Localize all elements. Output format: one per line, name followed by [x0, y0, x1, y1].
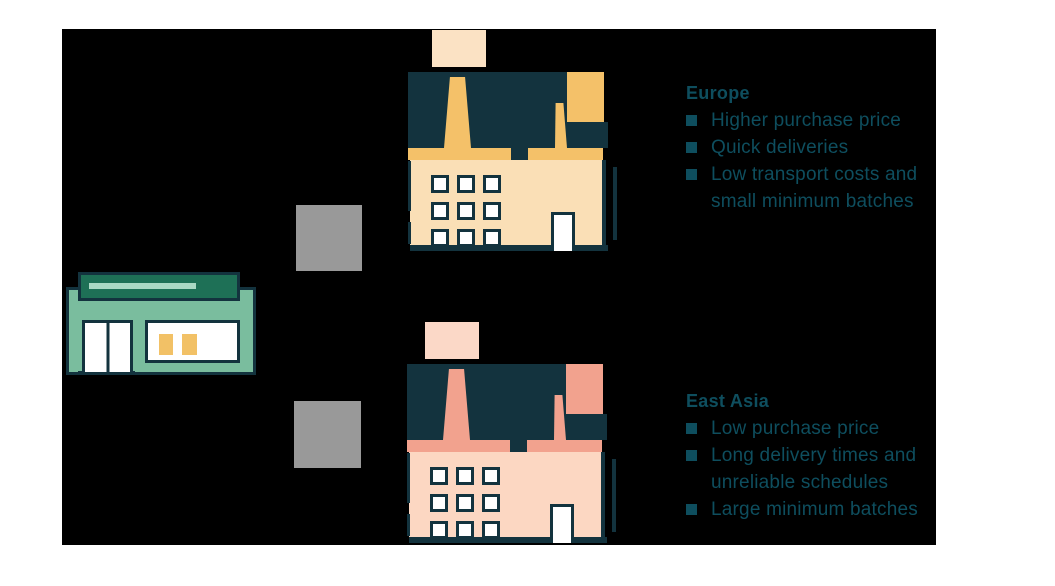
store-window [145, 320, 240, 363]
square-bullet-icon [686, 115, 697, 126]
factory-chimney-small [554, 395, 566, 440]
factory-baseline [410, 245, 608, 251]
square-bullet-icon [686, 142, 697, 153]
factory-door [550, 504, 574, 543]
factory-window [456, 521, 474, 539]
factory-roof-notch [510, 440, 527, 455]
smoke-puff [425, 322, 479, 359]
factory-window [483, 175, 501, 193]
square-bullet-icon [686, 504, 697, 515]
factory-window [431, 175, 449, 193]
factory-window [456, 467, 474, 485]
factory-roof [408, 72, 568, 148]
store-awning [78, 272, 240, 301]
factory-window [431, 229, 449, 247]
bullet-text: Quick deliveries [711, 137, 849, 158]
bullet-text: Large minimum batches [711, 499, 918, 520]
factory-window [457, 202, 475, 220]
factory-window [482, 467, 500, 485]
region-title-east-asia: East Asia [686, 391, 770, 411]
store-door-divider [106, 323, 109, 372]
bullet-text: Long delivery times and unreliable sched… [711, 445, 917, 493]
store-sign-strip [89, 283, 196, 289]
storefront-icon [66, 272, 261, 380]
square-bullet-icon [686, 169, 697, 180]
factory-roofline-band [407, 440, 602, 452]
transport-placeholder-europe [296, 205, 362, 271]
factory-window-grid [431, 175, 501, 247]
region-title-europe: Europe [686, 83, 750, 103]
store-door [82, 320, 133, 375]
bullet-text: Higher purchase price [711, 110, 902, 131]
factory-roofline-band [408, 148, 603, 160]
store-window-pane [159, 334, 173, 355]
smoke-puff [432, 30, 486, 67]
factory-window [430, 467, 448, 485]
factory-left-outline [408, 161, 411, 211]
factory-window [482, 521, 500, 539]
factory-window [457, 229, 475, 247]
factory-left-outline [407, 453, 410, 503]
factory-window [482, 494, 500, 512]
transport-placeholder-east-asia [294, 401, 361, 468]
factory-window [457, 175, 475, 193]
factory-roof-notch [511, 148, 528, 163]
factory-left-outline [408, 222, 411, 244]
factory-window [456, 494, 474, 512]
factory-right-outline [612, 459, 616, 532]
factory-window [483, 229, 501, 247]
factory-accent-block [566, 364, 603, 414]
factory-icon-europe [408, 30, 618, 256]
factory-window [431, 202, 449, 220]
bullet-text: Low transport costs and small minimum ba… [711, 164, 918, 212]
factory-roof-extension [567, 122, 608, 148]
bullet-text: Low purchase price [711, 418, 880, 439]
factory-window [483, 202, 501, 220]
europe-info-block: Europe Higher purchase price Quick deliv… [686, 80, 941, 215]
factory-chimney-small [555, 103, 567, 148]
factory-icon-east-asia [407, 322, 617, 548]
bullet-item: Large minimum batches [686, 496, 941, 523]
factory-roof-extension [566, 414, 607, 440]
factory-accent-block [567, 72, 604, 122]
bullet-item: Low purchase price [686, 415, 941, 442]
square-bullet-icon [686, 450, 697, 461]
factory-window-grid [430, 467, 500, 539]
factory-door [551, 212, 575, 251]
bullet-item: Low transport costs and small minimum ba… [686, 161, 941, 215]
factory-window [430, 521, 448, 539]
east-asia-info-block: East Asia Low purchase price Long delive… [686, 388, 941, 523]
store-window-pane [182, 334, 197, 355]
factory-baseline [409, 537, 607, 543]
square-bullet-icon [686, 423, 697, 434]
factory-right-outline [613, 167, 617, 240]
factory-window [430, 494, 448, 512]
factory-left-outline [407, 514, 410, 536]
bullet-item: Quick deliveries [686, 134, 941, 161]
factory-roof [407, 364, 567, 440]
bullet-item: Higher purchase price [686, 107, 941, 134]
bullet-item: Long delivery times and unreliable sched… [686, 442, 941, 496]
